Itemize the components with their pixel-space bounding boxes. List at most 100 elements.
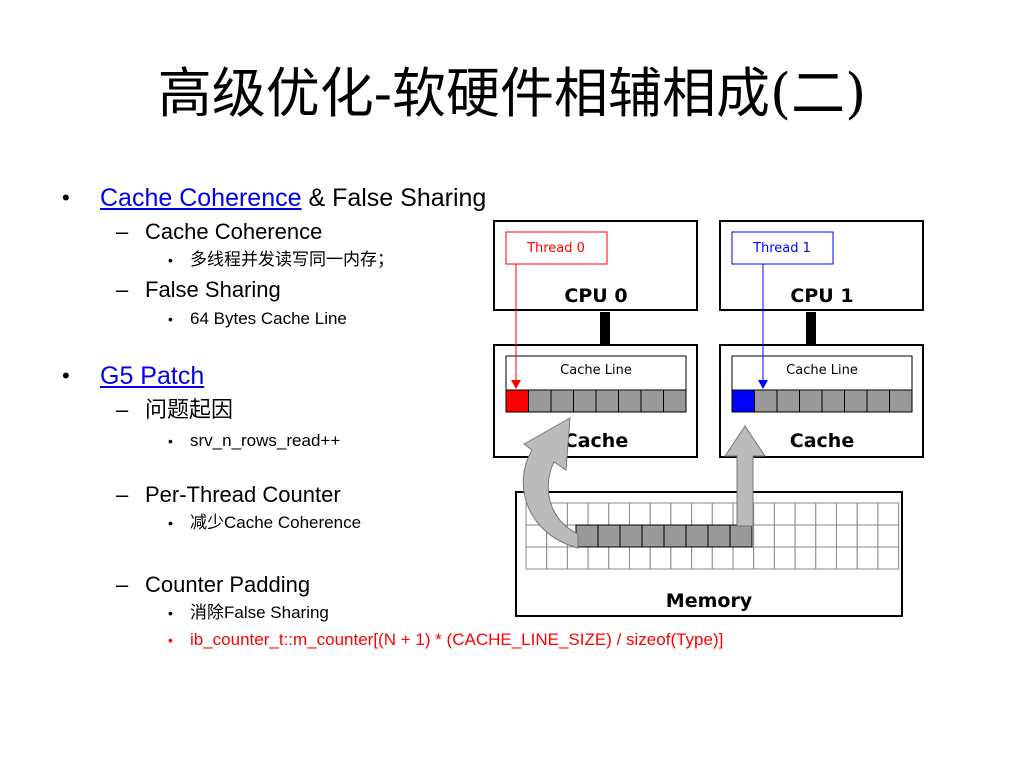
bullet-g5-patch: G5 Patch: [100, 361, 204, 391]
bullet-cache-coherence: Cache Coherence & False Sharing: [100, 183, 486, 213]
cache-coherence-link[interactable]: Cache Coherence: [100, 184, 302, 212]
memory-cell: [711, 502, 734, 526]
memory-cell: [856, 524, 879, 548]
memory-cell: [649, 502, 672, 526]
memory-cell: [566, 546, 589, 570]
memory-line-cell: [729, 524, 753, 548]
cache-line-label: Cache Line: [560, 363, 632, 378]
memory-cell: [836, 546, 858, 570]
memory-cell: [836, 524, 858, 548]
memory-label: Memory: [666, 590, 753, 612]
cache-cell: [528, 389, 552, 413]
cache-cell: [731, 389, 755, 413]
cache-cell: [573, 389, 597, 413]
memory-cell: [815, 502, 837, 526]
load-arrow-right: [724, 425, 766, 527]
cache-cell: [550, 389, 574, 413]
dash-marker: –: [116, 572, 129, 597]
bus-connector: [600, 312, 610, 346]
memory-line-cell: [707, 524, 731, 548]
cache-cell: [844, 389, 868, 413]
cache-cell: [618, 389, 642, 413]
memory-cell: [877, 546, 900, 570]
bullet-marker: •: [62, 185, 70, 210]
cache1-line-cells: [731, 389, 913, 413]
bus-connector: [806, 312, 816, 346]
memory-cell: [773, 546, 796, 570]
memory-cell: [670, 502, 693, 526]
cache-cell: [595, 389, 619, 413]
memory-cell: [587, 546, 610, 570]
item-concurrent-rw: 多线程并发读写同一内存；: [190, 250, 394, 269]
sub-false-sharing: False Sharing: [145, 277, 281, 302]
memory-cell: [525, 546, 548, 570]
thread0-arrowhead: [511, 380, 521, 389]
memory-cell: [773, 524, 796, 548]
cpu0-label: CPU 0: [564, 285, 627, 307]
memory-cell: [566, 502, 589, 526]
memory-line-cell: [685, 524, 709, 548]
sub-per-thread-counter: Per-Thread Counter: [145, 482, 341, 507]
dot-marker: •: [168, 632, 173, 648]
cache-cell: [889, 389, 913, 413]
sub-counter-padding: Counter Padding: [145, 572, 311, 597]
dot-marker: •: [168, 433, 173, 449]
memory-cell: [856, 546, 879, 570]
dash-marker: –: [116, 397, 129, 422]
memory-cell: [815, 546, 837, 570]
dot-marker: •: [168, 515, 173, 531]
slide-title: 高级优化-软硬件相辅相成(二): [157, 62, 867, 125]
sub-problem-cause: 问题起因: [145, 397, 234, 422]
item-cache-line-size: 64 Bytes Cache Line: [190, 309, 347, 328]
cpu1-label: CPU 1: [790, 285, 853, 307]
sub-cache-coherence: Cache Coherence: [145, 219, 323, 244]
bullet-text: & False Sharing: [301, 184, 487, 212]
memory-cell: [608, 502, 630, 526]
memory-cell: [629, 502, 651, 526]
thread1-label: Thread 1: [752, 241, 811, 256]
memory-line-cell: [597, 524, 621, 548]
memory-cell: [691, 502, 713, 526]
thread1-arrowhead: [758, 380, 768, 389]
memory-cell: [670, 546, 693, 570]
cache-cell: [663, 389, 687, 413]
memory-cell: [773, 502, 796, 526]
item-srv-n-rows-read: srv_n_rows_read++: [190, 431, 341, 450]
memory-cell: [732, 546, 755, 570]
memory-line-cell: [619, 524, 643, 548]
item-eliminate-false-sharing: 消除False Sharing: [190, 603, 329, 622]
cache-cell: [754, 389, 778, 413]
g5-patch-link[interactable]: G5 Patch: [100, 362, 205, 390]
cache-cell: [866, 389, 890, 413]
memory-cell: [753, 546, 775, 570]
cache-line-header: [505, 355, 687, 391]
memory-cell: [815, 524, 837, 548]
memory-cell: [753, 502, 775, 526]
memory-cell: [794, 546, 817, 570]
thread0-label: Thread 0: [526, 241, 585, 256]
memory-cell: [836, 502, 858, 526]
cache-line-label: Cache Line: [786, 363, 858, 378]
memory-cell: [629, 546, 651, 570]
memory-cell: [856, 502, 879, 526]
thread0-box: [505, 231, 608, 265]
memory-cell: [794, 502, 817, 526]
cache0-label: Cache: [564, 430, 628, 452]
cache-cell: [505, 389, 529, 413]
memory-line-cell: [641, 524, 665, 548]
cache-cell: [799, 389, 823, 413]
dash-marker: –: [116, 219, 129, 244]
memory-cell: [753, 524, 775, 548]
memory-cell: [587, 502, 610, 526]
memory-line-cell: [663, 524, 687, 548]
cache0-line-cells: [505, 389, 687, 413]
memory-cell: [608, 546, 630, 570]
dash-marker: –: [116, 482, 129, 507]
item-counter-array-code: ib_counter_t::m_counter[(N + 1) * (CACHE…: [190, 630, 724, 649]
cache-cell: [821, 389, 845, 413]
memory-cell: [794, 524, 817, 548]
dot-marker: •: [168, 311, 173, 327]
cache1-label: Cache: [790, 430, 854, 452]
